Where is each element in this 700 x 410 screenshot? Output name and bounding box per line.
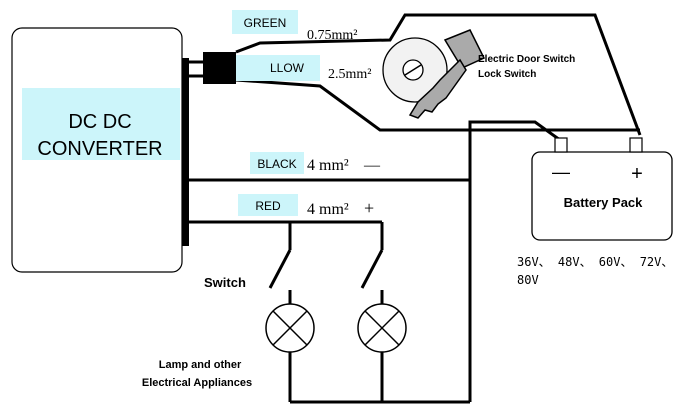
converter-terminal-bar bbox=[182, 58, 189, 246]
battery-label: Battery Pack bbox=[564, 195, 644, 210]
switch-2-blade bbox=[360, 249, 384, 289]
black-wire-label: BLACK bbox=[257, 157, 296, 171]
red-wire-label: RED bbox=[255, 199, 281, 213]
yellow-wire bbox=[235, 78, 640, 132]
black-wire-spec: 4 mm² bbox=[307, 157, 349, 174]
lock-switch-icon bbox=[382, 37, 448, 103]
black-wire-sign: — bbox=[363, 157, 381, 174]
battery-negative-terminal bbox=[554, 137, 568, 153]
yellow-wire-spec: 2.5mm² bbox=[328, 67, 371, 82]
converter-label-bg bbox=[22, 88, 180, 160]
battery-plus-sign: + bbox=[631, 163, 643, 185]
appliance-label-line1: Lamp and other bbox=[159, 359, 242, 371]
black-label-bg bbox=[250, 152, 304, 174]
wire-connector bbox=[203, 52, 236, 84]
lamp-1-icon bbox=[265, 303, 315, 353]
lock-label-line2: Lock Switch bbox=[478, 69, 536, 80]
battery-voltage-line1: 36V、 48V、 60V、 72V、 bbox=[517, 255, 673, 269]
lamp-2-icon bbox=[357, 303, 407, 353]
converter-title-line2: CONVERTER bbox=[37, 138, 162, 160]
battery-box bbox=[531, 151, 673, 241]
switch-label: Switch bbox=[204, 275, 246, 290]
green-wire-spec: 0.75mm² bbox=[307, 28, 357, 43]
red-label-bg bbox=[238, 194, 298, 216]
yellow-label-bg bbox=[236, 55, 320, 81]
red-wire-sign: + bbox=[364, 198, 374, 218]
red-wire-spec: 4 mm² bbox=[307, 201, 349, 218]
green-wire-label: GREEN bbox=[244, 16, 287, 30]
switch-1-blade bbox=[268, 249, 292, 289]
battery-voltage-line2: 80V bbox=[517, 273, 539, 287]
converter-title-line1: DC DC bbox=[68, 111, 131, 133]
negative-bus-wire bbox=[468, 120, 561, 402]
yellow-wire-label: LLOW bbox=[270, 61, 305, 75]
lock-label-line1: Electric Door Switch bbox=[478, 54, 575, 65]
battery-minus-sign: — bbox=[552, 162, 570, 182]
green-label-bg bbox=[232, 10, 298, 34]
green-wire bbox=[235, 13, 642, 136]
key-icon bbox=[408, 29, 486, 119]
appliance-label-line2: Electrical Appliances bbox=[142, 377, 252, 389]
battery-positive-terminal bbox=[629, 137, 643, 153]
